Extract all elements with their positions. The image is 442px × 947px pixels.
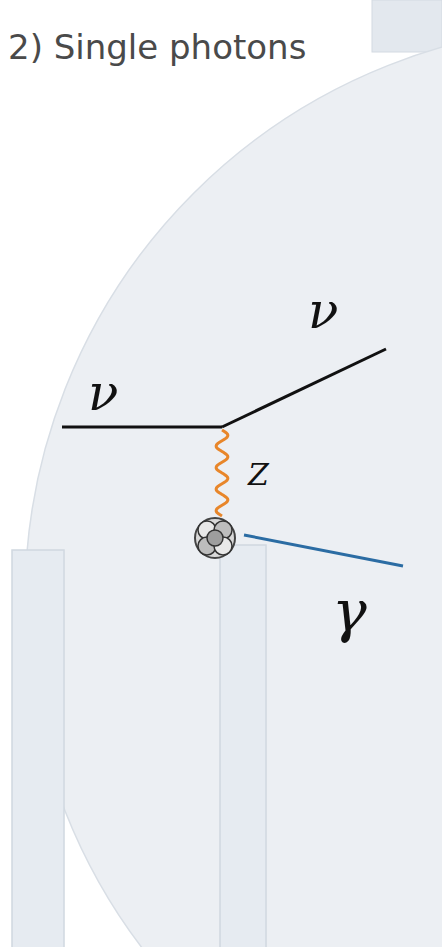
support-leg (12, 550, 64, 947)
detector-sphere (25, 25, 442, 947)
support-pipe (220, 545, 266, 947)
neutrino-label: ν (308, 286, 338, 336)
slide-title: 2) Single photons (8, 30, 306, 64)
neutrino-label: ν (88, 368, 118, 418)
top-port (372, 0, 442, 52)
outgoing-neutrino-line (222, 349, 386, 427)
photon-line (244, 535, 403, 566)
nucleus-symbol (195, 518, 235, 558)
incoming-neutrino-line (62, 426, 222, 429)
photon-label: γ (332, 582, 367, 640)
z-boson-line (216, 430, 228, 516)
boson-label: Z (248, 460, 269, 490)
